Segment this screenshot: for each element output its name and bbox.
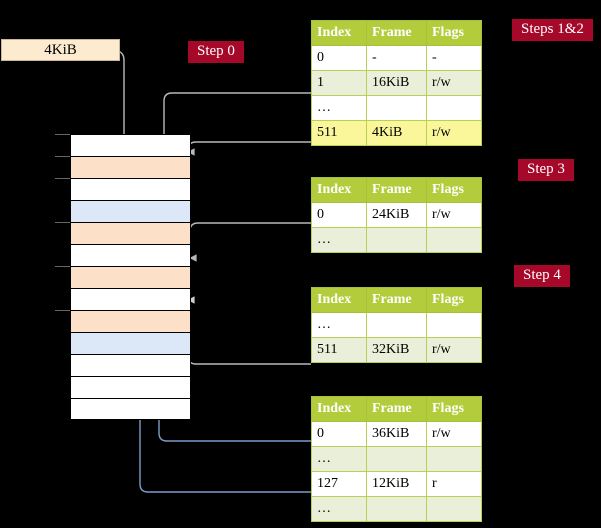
- memory-frame-9: [70, 332, 191, 354]
- frame-tick-4: [55, 222, 70, 223]
- column-header-index: Index: [311, 287, 367, 313]
- frame-tick-2: [55, 178, 70, 179]
- cell-index: …: [311, 446, 367, 472]
- memory-frame-stack: [55, 134, 191, 420]
- memory-frame-7: [70, 288, 191, 310]
- column-header-index: Index: [311, 177, 367, 203]
- table-row: …: [311, 95, 482, 121]
- cell-index: …: [311, 227, 367, 253]
- column-header-frame: Frame: [366, 177, 427, 203]
- cell-frame: 16KiB: [366, 70, 427, 96]
- cell-index: …: [311, 496, 367, 522]
- frame-tick-8: [55, 310, 70, 311]
- cell-index: …: [311, 95, 367, 121]
- cell-flags: [426, 95, 482, 121]
- cell-frame: [366, 446, 427, 472]
- cell-index: 1: [311, 70, 367, 96]
- memory-frame-12: [70, 398, 191, 420]
- table-row: …: [311, 496, 482, 522]
- cell-index: …: [311, 312, 367, 338]
- frame-size-label: 4KiB: [1, 39, 120, 61]
- cell-index: 0: [311, 45, 367, 71]
- cell-frame: 36KiB: [366, 421, 427, 447]
- badge-steps-1-2: Steps 1&2: [512, 19, 593, 41]
- cell-frame: [366, 95, 427, 121]
- cell-flags: -: [426, 45, 482, 71]
- column-header-index: Index: [311, 20, 367, 46]
- cell-index: 511: [311, 120, 367, 146]
- cell-frame: 32KiB: [366, 337, 427, 363]
- memory-frame-6: [70, 266, 191, 288]
- cell-flags: [426, 496, 482, 522]
- cell-frame: [366, 227, 427, 253]
- table-row: 0--: [311, 45, 482, 71]
- column-header-flags: Flags: [426, 20, 482, 46]
- frame-tick-1: [55, 156, 70, 157]
- column-header-frame: Frame: [366, 20, 427, 46]
- memory-frame-10: [70, 354, 191, 376]
- column-header-index: Index: [311, 396, 367, 422]
- cell-flags: r/w: [426, 70, 482, 96]
- cell-frame: 4KiB: [366, 120, 427, 146]
- memory-frame-0: [70, 134, 191, 156]
- cell-flags: [426, 312, 482, 338]
- cell-index: 0: [311, 421, 367, 447]
- memory-frame-3: [70, 200, 191, 222]
- table-row: …: [311, 446, 482, 472]
- cell-flags: [426, 446, 482, 472]
- memory-frame-4: [70, 222, 191, 244]
- memory-frame-8: [70, 310, 191, 332]
- memory-frame-5: [70, 244, 191, 266]
- badge-step-0: Step 0: [188, 41, 244, 63]
- table-row: …: [311, 227, 482, 253]
- cell-frame: -: [366, 45, 427, 71]
- cell-frame: [366, 312, 427, 338]
- cell-frame: [366, 496, 427, 522]
- cell-frame: 12KiB: [366, 471, 427, 497]
- column-header-frame: Frame: [366, 287, 427, 313]
- memory-frame-11: [70, 376, 191, 398]
- memory-frame-1: [70, 156, 191, 178]
- cell-flags: r/w: [426, 421, 482, 447]
- column-header-frame: Frame: [366, 396, 427, 422]
- badge-step-3: Step 3: [518, 159, 574, 181]
- cell-index: 127: [311, 471, 367, 497]
- cell-flags: r/w: [426, 337, 482, 363]
- column-header-flags: Flags: [426, 396, 482, 422]
- cell-flags: r/w: [426, 120, 482, 146]
- cell-index: 511: [311, 337, 367, 363]
- frame-tick-6: [55, 266, 70, 267]
- column-header-flags: Flags: [426, 287, 482, 313]
- cell-flags: [426, 227, 482, 253]
- frame-tick-0: [55, 134, 70, 135]
- cell-flags: r: [426, 471, 482, 497]
- column-header-flags: Flags: [426, 177, 482, 203]
- cell-index: 0: [311, 202, 367, 228]
- memory-frame-2: [70, 178, 191, 200]
- badge-step-4: Step 4: [514, 265, 570, 287]
- table-row: …: [311, 312, 482, 338]
- cell-frame: 24KiB: [366, 202, 427, 228]
- cell-flags: r/w: [426, 202, 482, 228]
